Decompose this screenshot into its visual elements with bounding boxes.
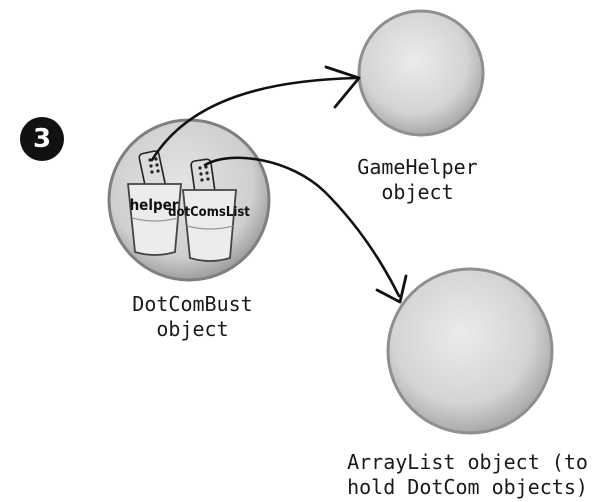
dotcomslist-variable-label: dotComsList [168,205,250,220]
dotcomslist-cup-icon [182,189,237,262]
dotcomslist-reference-variable: dotComsList [168,158,250,262]
helper-remote-icon [138,150,166,192]
arraylist-label-line1: ArrayList object (to [347,450,588,474]
helper-reference-variable: helper [127,150,182,256]
dotcombust-label-line1: DotComBust [132,292,253,316]
arraylist-object-label: ArrayList object (to hold DotCom objects… [340,450,595,500]
helper-cup-icon [127,183,182,256]
gamehelper-object-label: GameHelper object [330,155,505,205]
arraylist-object-sphere [386,267,554,435]
step-number-badge: 3 [20,117,64,161]
dotcombust-label-line2: object [156,317,229,341]
dotcombust-object-label: DotComBust object [105,292,280,342]
gamehelper-label-line2: object [381,180,454,204]
gamehelper-label-line1: GameHelper [357,155,478,179]
helper-variable-label: helper [130,196,179,214]
gamehelper-object-sphere [357,9,485,137]
helper-to-gamehelper-arrow [150,65,361,162]
arraylist-label-line2: hold DotCom objects) [347,475,588,499]
dotcomslist-to-arraylist-arrow [203,156,408,304]
